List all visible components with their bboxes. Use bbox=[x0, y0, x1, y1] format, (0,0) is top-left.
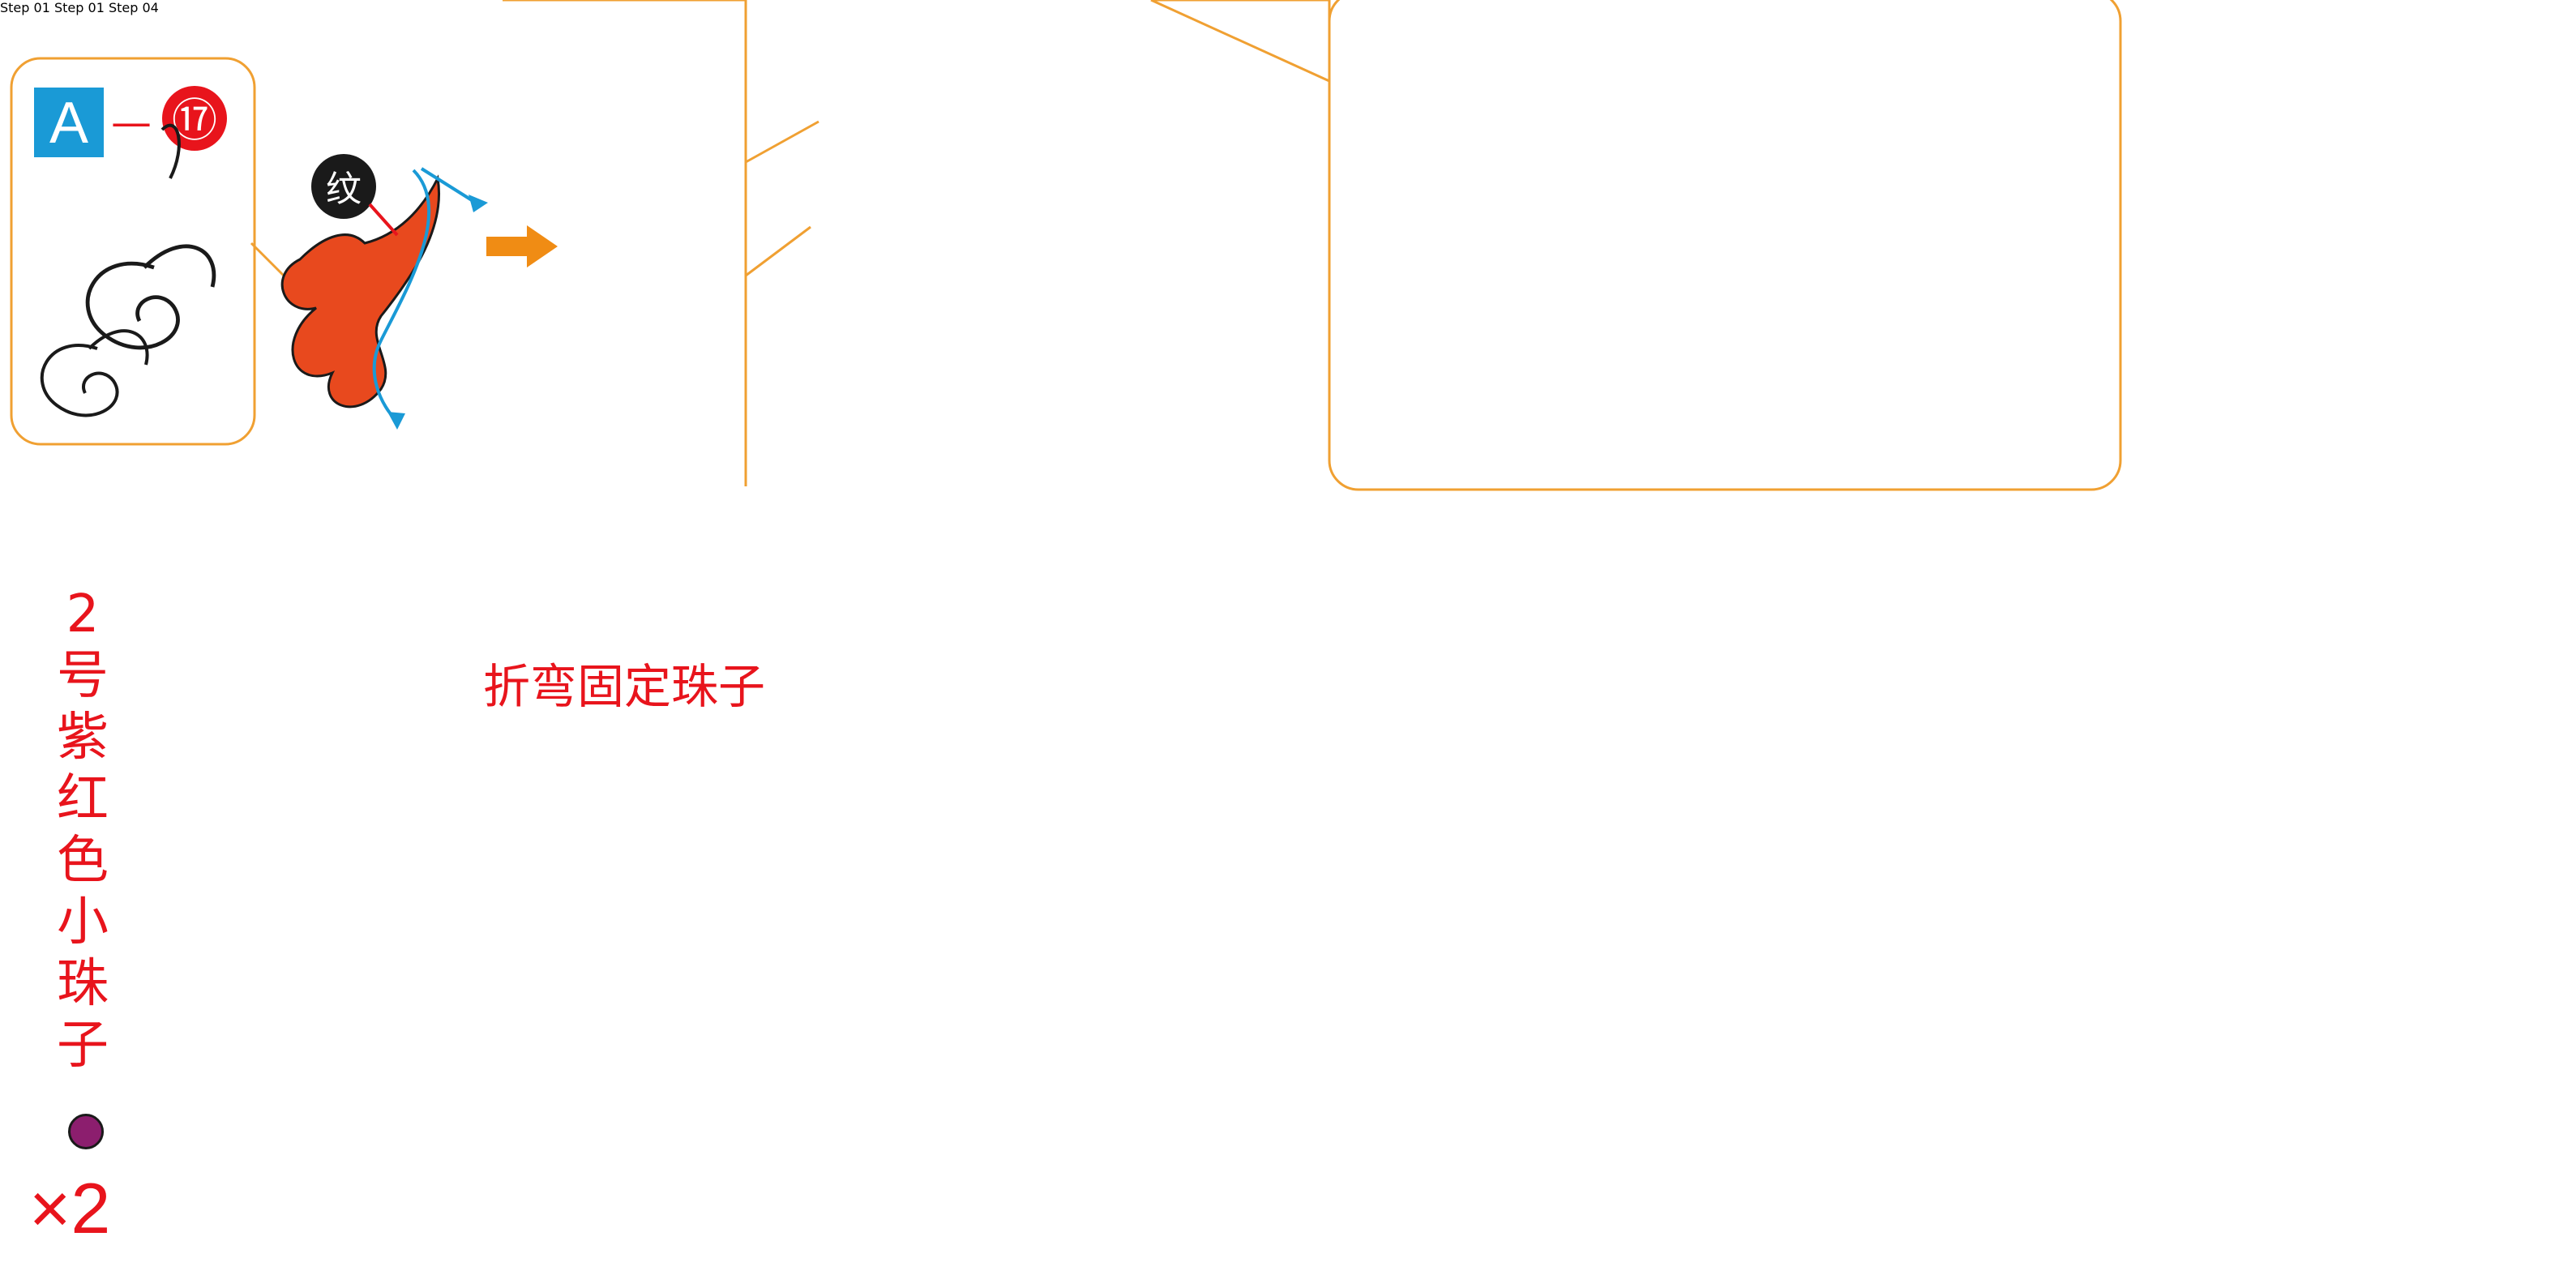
triangle-marker-icon: Step 01 Step 04 bbox=[29, 0, 765, 1248]
part-letter: A bbox=[49, 91, 88, 156]
bead-note: 2 号 紫 红 色 小 珠 子 bbox=[50, 584, 115, 1076]
blue-arrowhead-icon bbox=[387, 412, 405, 430]
flower-icon: Step 01 Step 04 bbox=[29, 0, 765, 1248]
bead-icon: Step 01 Step 04 bbox=[29, 0, 765, 1248]
triangle-marker-icon: Step 04 2 号 紫 红 色 小 珠 子 ×2 折弯固定珠子 const … bbox=[29, 0, 765, 1248]
bead-icon: Step 04 2 号 紫 红 色 小 珠 子 ×2 折弯固定珠子 const … bbox=[29, 0, 765, 1248]
red-piece-overlay: Step 01 Step 04 bbox=[29, 0, 765, 1248]
arrow-right-icon: Step 01 Step 04 bbox=[29, 0, 765, 1248]
pattern-badge-label: 纹 bbox=[326, 169, 362, 210]
flower-icon: Step 01 Step 04 bbox=[29, 0, 765, 1248]
red-direction-lines: Step 01 Step 04 bbox=[29, 0, 765, 1248]
bead-note-char: 子 bbox=[57, 1016, 109, 1076]
step-pointer: Step 04 2 号 紫 红 色 小 珠 子 ×2 折弯固定珠子 const … bbox=[29, 0, 765, 1248]
blue-twist-lines: Step 01 Step 04 bbox=[29, 0, 765, 1248]
flower-icon: Step 01 Step 04 bbox=[29, 0, 765, 1248]
arrow-right-icon bbox=[486, 225, 558, 267]
part-dash: — bbox=[111, 99, 152, 146]
blue-route-path: Step 01 Step 04 bbox=[29, 0, 765, 1248]
blue-route-path bbox=[420, 167, 480, 206]
step-word: Step bbox=[108, 0, 139, 15]
arrow-right-icon: Step 01 Step 04 bbox=[29, 0, 765, 1248]
part-letter-badge bbox=[34, 88, 104, 157]
pattern-pointer bbox=[368, 203, 399, 237]
bead-note-char: 色 bbox=[57, 831, 109, 891]
bead-note-frame: Step 01 Step 04 bbox=[29, 0, 765, 1248]
subassembly-frame bbox=[1328, 0, 2122, 491]
step-number: 04 bbox=[142, 0, 159, 15]
ring-ornament: Step 04 2 号 紫 红 色 小 珠 子 ×2 折弯固定珠子 const … bbox=[29, 0, 765, 1248]
blue-arrowhead-icon: Step 01 Step 04 bbox=[29, 0, 765, 1248]
bead-icon: Step 01 Step 04 bbox=[29, 0, 765, 1248]
step04-tag: Step 04 2 号 紫 红 色 小 珠 子 ×2 折弯固定珠子 const … bbox=[29, 0, 765, 1248]
part-frame bbox=[10, 57, 256, 446]
bead-note-char: 红 bbox=[57, 769, 109, 829]
red-guide-lines: Step 01 Step 04 bbox=[29, 0, 765, 1248]
bead-icon: Step 01 Step 04 bbox=[29, 0, 765, 1248]
callout-line-2 bbox=[745, 120, 819, 164]
bead-note-char: 珠 bbox=[57, 954, 109, 1014]
bend-label: 折弯固定珠子 bbox=[483, 659, 766, 714]
bead-note-char: 2 bbox=[66, 584, 100, 644]
divider-dotted: Step 01 Step 04 bbox=[29, 0, 765, 1248]
pattern-badge bbox=[311, 154, 376, 219]
step-pointer: Step 01 bbox=[0, 0, 765, 1248]
arrow-right-icon: Step 04 2 号 紫 红 色 小 珠 子 ×2 折弯固定珠子 const … bbox=[29, 0, 765, 1248]
bend-label-frame: Step 01 Step 04 bbox=[29, 0, 765, 1248]
blue-route-path bbox=[372, 169, 431, 423]
bead-callout-lines: Step 01 Step 04 bbox=[29, 0, 765, 1248]
step-pointer: Step 01 Step 04 bbox=[29, 0, 765, 1248]
flower-ghost-icon: Step 04 2 号 紫 红 色 小 珠 子 ×2 折弯固定珠子 const … bbox=[29, 0, 765, 1248]
red-arrowhead-icon: Step 01 Step 04 bbox=[29, 0, 765, 1248]
bead-count: ×2 bbox=[29, 1168, 111, 1248]
red-guide-lines: Step 01 Step 04 bbox=[29, 0, 765, 1248]
bead-note-char: 号 bbox=[57, 646, 109, 706]
callout-lines bbox=[745, 0, 1331, 277]
step-word: Step bbox=[53, 0, 84, 15]
red-arrowhead-icon: Step 01 Step 04 bbox=[29, 0, 765, 1248]
part-outline bbox=[40, 123, 214, 417]
step-number: 01 bbox=[88, 0, 105, 15]
bead-icon bbox=[68, 1114, 104, 1149]
ring-ornament: Step 01 Step 04 bbox=[29, 0, 765, 1248]
red-piece bbox=[280, 174, 440, 409]
step-number: 01 bbox=[33, 0, 50, 15]
flower-icon: Step 01 Step 04 bbox=[29, 0, 765, 1248]
panel-frame bbox=[503, 0, 747, 486]
bead-icon: Step 04 2 号 紫 红 色 小 珠 子 ×2 折弯固定珠子 const … bbox=[29, 0, 765, 1248]
square-marker-icon: Step 01 Step 04 bbox=[29, 0, 765, 1248]
blue-route-path: Step 01 Step 04 bbox=[29, 0, 765, 1248]
flower-icon: Step 04 2 号 紫 红 色 小 珠 子 ×2 折弯固定珠子 const … bbox=[29, 0, 765, 1248]
triangle-marker-icon: Step 04 2 号 紫 红 色 小 珠 子 ×2 折弯固定珠子 const … bbox=[29, 0, 765, 1248]
arrow-right-icon: Step 01 Step 04 bbox=[29, 0, 765, 1248]
step01-tag-bottom: Step 01 Step 04 bbox=[29, 0, 765, 1248]
step-word: Step bbox=[0, 0, 30, 15]
red-guide-lines: Step 04 2 号 紫 红 色 小 珠 子 ×2 折弯固定珠子 const … bbox=[29, 0, 765, 1248]
triangle-marker-icon: Step 01 Step 04 bbox=[29, 0, 765, 1248]
bead-note-char: 紫 bbox=[57, 708, 109, 768]
step01-tag-top: Step 01 bbox=[0, 0, 765, 1248]
square-marker-icon: Step 01 Step 04 bbox=[29, 0, 765, 1248]
bead-note-char: 小 bbox=[57, 892, 109, 952]
